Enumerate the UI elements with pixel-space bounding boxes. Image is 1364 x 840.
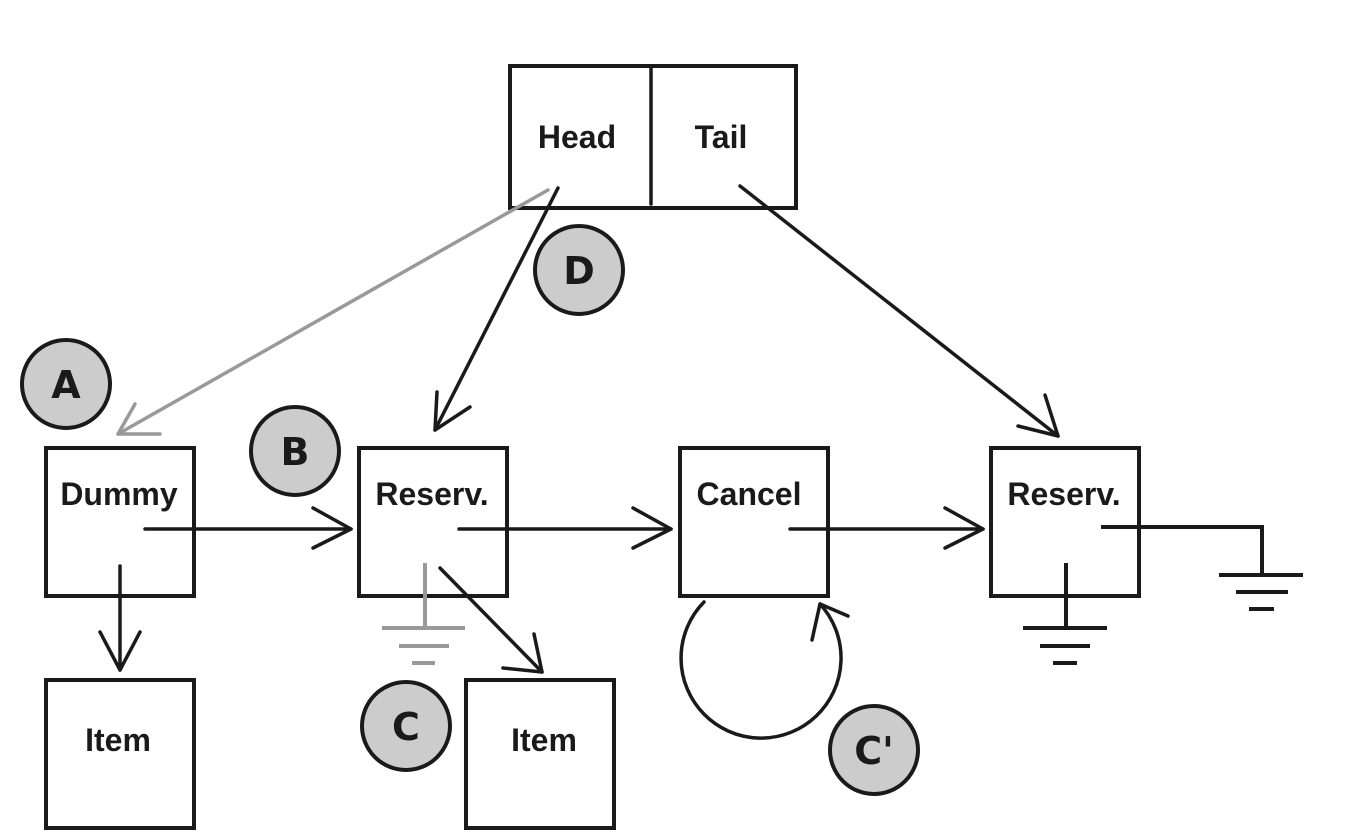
arrow-reservation-to-cancel xyxy=(457,506,673,550)
arrow-tail-to-reservation xyxy=(738,184,1060,438)
ground-icon xyxy=(1101,525,1303,611)
item-node-1: Item xyxy=(44,678,196,830)
badge-d: D xyxy=(533,224,625,316)
arrow-dummy-to-item xyxy=(98,564,142,672)
badge-a: A xyxy=(20,338,112,430)
head-label: Head xyxy=(538,119,616,155)
ground-icon xyxy=(1023,563,1107,665)
head-tail-record: Head Tail xyxy=(508,64,798,210)
badge-d-label: D xyxy=(563,249,595,293)
reservation-label-1: Reserv. xyxy=(375,476,488,512)
reservation-label-2: Reserv. xyxy=(1007,476,1120,512)
arrow-head-to-dummy xyxy=(116,188,550,436)
arrow-dummy-to-reservation xyxy=(143,506,353,550)
item-label-2: Item xyxy=(511,722,577,758)
badge-c-prime: C' xyxy=(828,704,920,796)
item-box-2 xyxy=(464,678,616,830)
item-label-1: Item xyxy=(85,722,151,758)
cancel-box xyxy=(678,446,830,598)
badge-a-label: A xyxy=(51,363,81,407)
tail-label: Tail xyxy=(695,119,748,155)
cancel-label: Cancel xyxy=(697,476,802,512)
item-node-2: Item xyxy=(464,678,616,830)
cancel-self-loop xyxy=(679,600,850,740)
arrow-head-to-reservation xyxy=(433,186,560,432)
head-tail-box xyxy=(508,64,798,210)
badge-b: B xyxy=(249,405,341,497)
cancel-node: Cancel xyxy=(678,446,830,598)
reservation-node-1: Reserv. xyxy=(357,446,509,598)
arrow-cancel-to-reservation xyxy=(788,506,985,550)
dummy-label: Dummy xyxy=(60,476,178,512)
dummy-node: Dummy xyxy=(44,446,196,598)
badge-c: C xyxy=(360,680,452,772)
badge-c-prime-label: C' xyxy=(854,729,894,773)
badge-c-label: C xyxy=(392,705,420,749)
badge-b-label: B xyxy=(281,430,310,474)
ground-icon xyxy=(382,563,465,665)
item-box-1 xyxy=(44,678,196,830)
reservation-box-1 xyxy=(357,446,509,598)
arrow-reservation-to-item xyxy=(438,566,544,674)
